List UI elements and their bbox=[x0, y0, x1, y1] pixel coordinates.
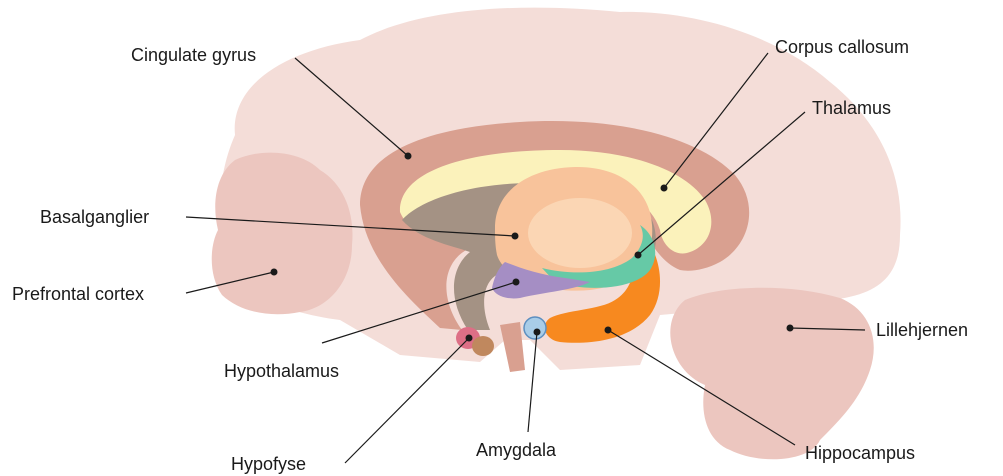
hypofyse-leader bbox=[345, 338, 469, 463]
pituitary-back-shape bbox=[472, 336, 494, 356]
amygdala-leader bbox=[528, 332, 537, 432]
label-corpus-callosum: Corpus callosum bbox=[775, 37, 909, 57]
label-hypothalamus: Hypothalamus bbox=[224, 361, 339, 381]
label-basalganglier: Basalganglier bbox=[40, 207, 149, 227]
hypofyse-dot bbox=[466, 335, 473, 342]
corpus-callosum-dot bbox=[661, 185, 668, 192]
amygdala-shape bbox=[524, 317, 546, 339]
basal-ganglia-core-shape bbox=[528, 198, 632, 268]
label-lillehjernen: Lillehjernen bbox=[876, 320, 968, 340]
label-cingulate-gyrus: Cingulate gyrus bbox=[131, 45, 256, 65]
label-thalamus: Thalamus bbox=[812, 98, 891, 118]
hypothalamus-dot bbox=[513, 279, 520, 286]
label-hypofyse: Hypofyse bbox=[231, 454, 306, 474]
label-hippocampus: Hippocampus bbox=[805, 443, 915, 463]
amygdala-dot bbox=[534, 329, 541, 336]
lillehjernen-dot bbox=[787, 325, 794, 332]
label-amygdala: Amygdala bbox=[476, 440, 557, 460]
cerebellum-shape bbox=[670, 288, 873, 460]
thalamus-dot bbox=[635, 252, 642, 259]
hippocampus-dot bbox=[605, 327, 612, 334]
cingulate-gyrus-dot bbox=[405, 153, 412, 160]
basalganglier-dot bbox=[512, 233, 519, 240]
prefrontal-cortex-dot bbox=[271, 269, 278, 276]
label-prefrontal-cortex: Prefrontal cortex bbox=[12, 284, 144, 304]
